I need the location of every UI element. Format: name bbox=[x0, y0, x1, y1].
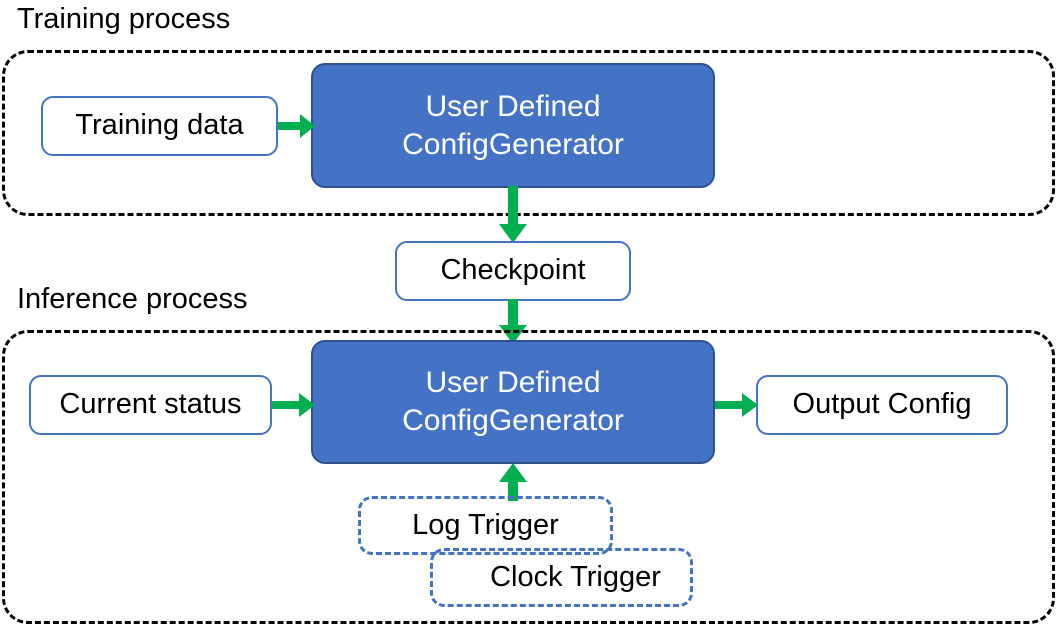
arrow-current-status-to-generator-icon bbox=[272, 390, 316, 420]
output-config-box[interactable]: Output Config bbox=[756, 375, 1008, 435]
training-generator-label-line1: User Defined bbox=[425, 89, 601, 123]
arrow-generator-to-output-icon bbox=[715, 390, 759, 420]
training-data-box[interactable]: Training data bbox=[41, 96, 278, 156]
arrow-training-data-to-generator-icon bbox=[278, 111, 316, 141]
arrow-trigger-to-generator-icon bbox=[498, 463, 528, 501]
current-status-label: Current status bbox=[59, 388, 242, 421]
current-status-box[interactable]: Current status bbox=[29, 375, 272, 435]
inference-generator-label-line1: User Defined bbox=[425, 366, 601, 399]
log-trigger-label: Log Trigger bbox=[412, 509, 559, 541]
clock-trigger-label: Clock Trigger bbox=[490, 561, 661, 593]
training-process-container bbox=[2, 50, 1055, 216]
inference-generator-label-line2: ConfigGenerator bbox=[402, 404, 624, 437]
checkpoint-box[interactable]: Checkpoint bbox=[395, 241, 631, 301]
log-trigger-box[interactable]: Log Trigger bbox=[358, 496, 613, 555]
training-process-title: Training process bbox=[17, 3, 231, 35]
inference-config-generator-box[interactable]: User Defined ConfigGenerator bbox=[311, 340, 715, 464]
arrow-generator-to-checkpoint-icon bbox=[498, 186, 528, 244]
training-generator-label-line2: ConfigGenerator bbox=[402, 127, 624, 161]
training-config-generator-box[interactable]: User Defined ConfigGenerator bbox=[311, 63, 715, 188]
inference-process-title: Inference process bbox=[17, 283, 248, 315]
clock-trigger-box[interactable]: Clock Trigger bbox=[430, 548, 693, 607]
training-data-label: Training data bbox=[75, 109, 244, 142]
checkpoint-label: Checkpoint bbox=[440, 254, 586, 287]
output-config-label: Output Config bbox=[792, 388, 972, 421]
inference-process-container bbox=[2, 330, 1055, 624]
